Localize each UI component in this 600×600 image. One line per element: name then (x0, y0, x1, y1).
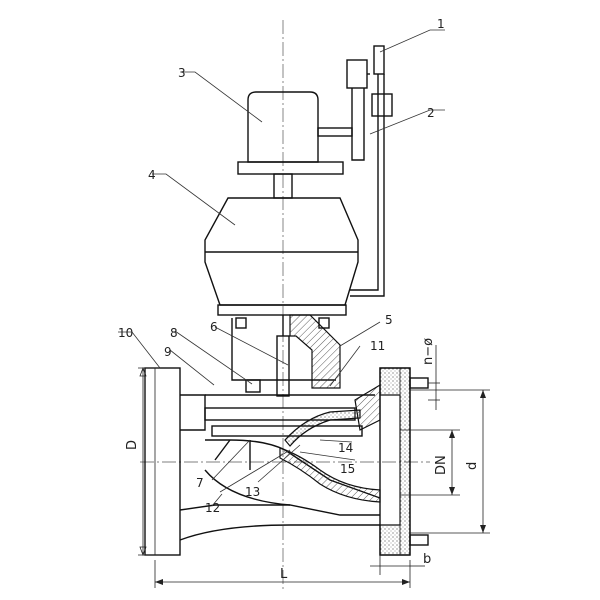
label-15: 15 (340, 462, 355, 476)
bonnet (231, 314, 341, 397)
dim-b: b (423, 552, 431, 567)
label-5: 5 (385, 313, 393, 327)
label-13: 13 (245, 485, 260, 499)
label-10: 10 (118, 326, 133, 340)
label-6: 6 (210, 320, 218, 334)
label-4: 4 (148, 168, 156, 182)
label-3: 3 (178, 66, 186, 80)
dim-L: L (280, 567, 288, 582)
dim-D: D (125, 440, 140, 450)
dim-DN: DN (434, 455, 449, 475)
label-7: 7 (196, 476, 204, 490)
label-1: 1 (437, 17, 445, 31)
leader-lines (118, 29, 445, 507)
label-2: 2 (427, 106, 435, 120)
dim-n-phi: n−ø (421, 338, 436, 365)
label-14: 14 (338, 441, 353, 455)
actuator-housing (204, 197, 359, 316)
motor-head (237, 91, 353, 199)
label-8: 8 (170, 326, 178, 340)
label-9: 9 (164, 345, 172, 359)
label-11: 11 (370, 339, 385, 353)
positioner-assembly (346, 45, 393, 297)
label-12: 12 (205, 501, 220, 515)
dimensions (138, 345, 490, 588)
dim-d: d (465, 462, 480, 470)
